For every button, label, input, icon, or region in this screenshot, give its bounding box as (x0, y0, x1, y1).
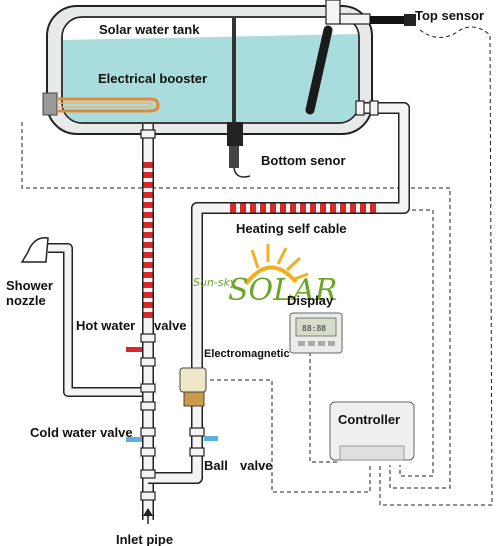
label-heating-cable: Heating self cable (236, 221, 347, 236)
joint (140, 401, 156, 411)
top-sensor-tip (404, 14, 416, 26)
label-hot-water-valve: Hot water (76, 318, 135, 333)
tank-inner-outline (61, 16, 360, 124)
booster-coil (57, 97, 160, 113)
hot-valve-handle[interactable] (126, 347, 142, 352)
display-button[interactable] (328, 341, 335, 346)
top-sensor-wire (379, 26, 493, 506)
solar-water-tank (46, 5, 373, 135)
joint (140, 383, 156, 393)
top-fitting (339, 13, 371, 25)
sensor-body (227, 122, 243, 146)
label-shower-line2: nozzle (6, 293, 46, 308)
label-electromagnetic: Electromagnetic (204, 348, 290, 360)
display-wire (309, 352, 340, 463)
joint (140, 129, 156, 139)
controller-terminal (339, 445, 405, 461)
joint (140, 333, 156, 343)
sensor-tip (229, 146, 239, 168)
shower-head (20, 237, 49, 263)
sun-sky-solar-logo: Sun-sky SOLAR (193, 244, 337, 308)
ball-valve-handle[interactable] (204, 436, 218, 441)
shower-nozzle (20, 237, 49, 263)
pipe-shower-fill (48, 244, 148, 396)
logo-main-text: SOLAR (228, 273, 337, 308)
display-screen (295, 317, 337, 337)
bottom-sensor-wire (21, 122, 451, 489)
inlet-arrow (143, 508, 153, 524)
label-inlet-pipe: Inlet pipe (116, 532, 173, 546)
label-solar-water-tank: Solar water tank (99, 22, 200, 37)
top-pipe (325, 0, 341, 25)
label-electrical-booster: Electrical booster (98, 71, 207, 86)
label-bottom-sensor: Bottom senor (261, 153, 346, 168)
joint (140, 447, 156, 457)
label-display: Display (287, 293, 334, 308)
cable-wire (399, 209, 434, 477)
bottom-sensor (227, 18, 251, 178)
booster-flange (42, 92, 58, 116)
label-shower-line1: Shower (6, 278, 53, 293)
label-hot-water-valve-suffix: valve (154, 318, 187, 333)
logo-sub-text: Sun-sky (193, 276, 237, 289)
joint (140, 427, 156, 437)
valve-handles (126, 347, 218, 442)
inlet-arrow-head (143, 508, 153, 516)
joint (369, 100, 379, 116)
pipe-joints (140, 100, 379, 501)
joint (189, 427, 205, 437)
label-ball-valve-suffix: valve (240, 458, 273, 473)
controller-device[interactable] (329, 401, 415, 461)
label-cold-water-valve: Cold water valve (30, 425, 133, 440)
joint (140, 357, 156, 367)
valve-wire (210, 379, 371, 493)
electromagnetic-valve[interactable] (179, 367, 207, 407)
sensor-lead (233, 167, 251, 178)
electrical-booster-element (42, 92, 160, 116)
display-button[interactable] (298, 341, 305, 346)
label-controller: Controller (338, 412, 400, 427)
cold-valve-handle[interactable] (126, 437, 142, 442)
heating-cable-marks (143, 162, 380, 318)
joint (355, 100, 365, 116)
display-button[interactable] (318, 341, 325, 346)
joint (189, 447, 205, 457)
logo-sun-arc (244, 265, 298, 286)
top-sensor-body (370, 16, 404, 24)
joint (140, 491, 156, 501)
logo-sun-rays (250, 244, 309, 282)
display-screen-text: 88:88 (302, 324, 326, 333)
inner-pipe (305, 25, 333, 115)
booster-coil-inner (57, 102, 153, 108)
top-sensor (325, 0, 416, 26)
label-ball-valve: Ball (204, 458, 228, 473)
sensor-rod (232, 18, 236, 126)
display-button[interactable] (308, 341, 315, 346)
solenoid-coil (179, 367, 207, 393)
joint (140, 469, 156, 479)
display-device[interactable]: 88:88 (289, 312, 343, 354)
wiring (21, 26, 493, 506)
label-top-sensor: Top sensor (415, 8, 484, 23)
solenoid-base (183, 391, 205, 407)
